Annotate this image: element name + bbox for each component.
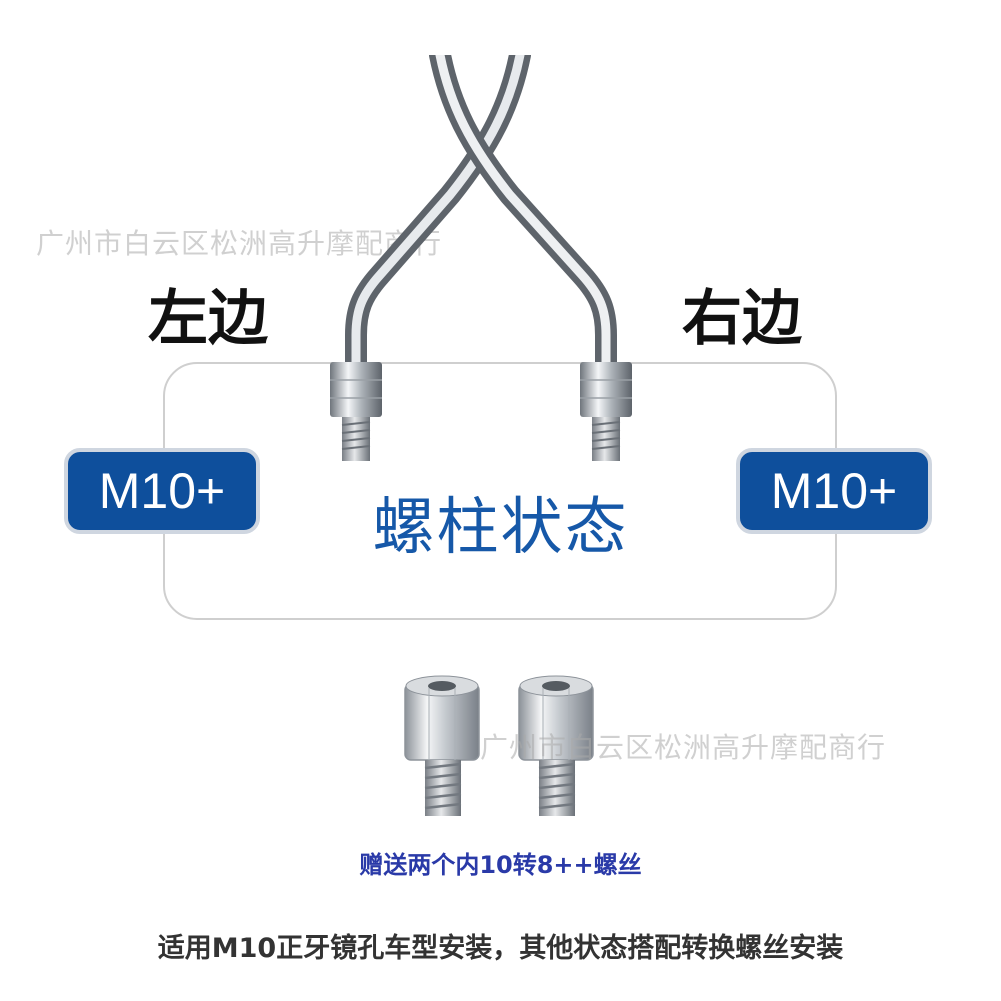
watermark-top: 广州市白云区松洲高升摩配商行 (36, 227, 443, 260)
fitment-note: 适用M10正牙镜孔车型安装，其他状态搭配转换螺丝安装 (157, 933, 844, 964)
left-side-label: 左边 (148, 284, 268, 354)
right-thread-badge: M10+ (736, 448, 932, 534)
gift-note: 赠送两个内10转8++螺丝 (359, 851, 642, 879)
stud-threads-image (330, 362, 632, 461)
stud-state-panel (163, 362, 837, 620)
right-side-label: 右边 (682, 284, 802, 354)
stud-state-title: 螺柱状态 (372, 490, 629, 563)
adapter-bolts-image (404, 675, 594, 816)
left-thread-badge: M10+ (64, 448, 260, 534)
watermark-bottom: 广州市白云区松洲高升摩配商行 (480, 731, 887, 764)
